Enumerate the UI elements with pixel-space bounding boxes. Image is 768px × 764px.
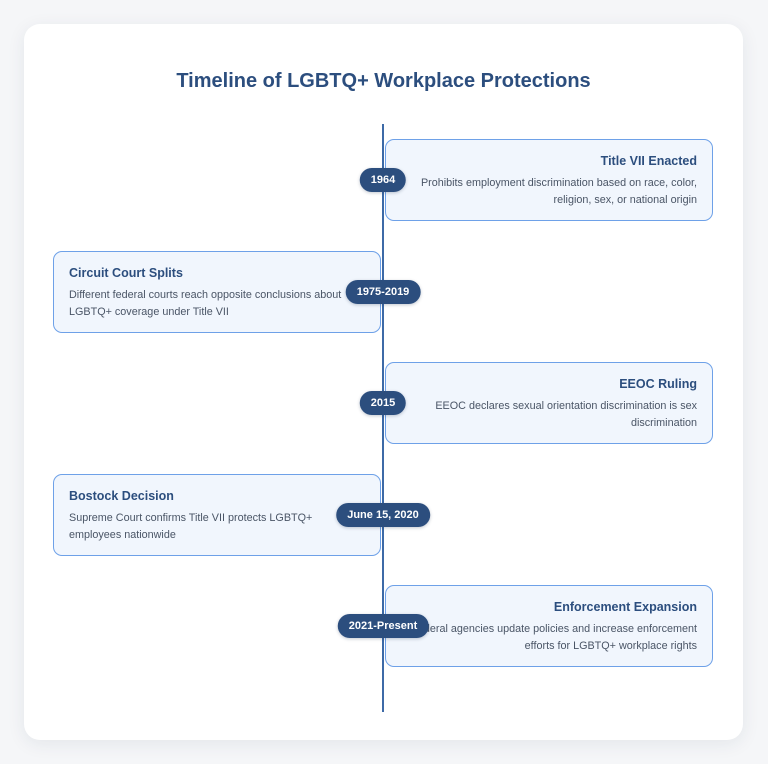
event-card-eeoc-ruling: EEOC Ruling EEOC declares sexual orienta… xyxy=(385,362,713,444)
event-description: EEOC declares sexual orientation discrim… xyxy=(435,400,697,429)
event-card-enforcement: Enforcement Expansion Federal agencies u… xyxy=(385,585,713,667)
event-date-badge: 2021-Present xyxy=(337,614,429,638)
event-date-badge: June 15, 2020 xyxy=(336,503,430,527)
event-description: Supreme Court confirms Title VII protect… xyxy=(69,512,313,541)
event-card-title-vii: Title VII Enacted Prohibits employment d… xyxy=(385,139,713,221)
timeline-axis xyxy=(382,124,384,712)
event-card-circuit-splits: Circuit Court Splits Different federal c… xyxy=(53,251,381,333)
event-title: EEOC Ruling xyxy=(619,377,697,391)
event-title: Bostock Decision xyxy=(69,489,174,503)
event-date-badge: 2015 xyxy=(359,391,407,415)
event-description: Federal agencies update policies and inc… xyxy=(411,623,697,652)
event-title: Enforcement Expansion xyxy=(553,600,697,614)
event-date-badge: 1975-2019 xyxy=(345,280,421,304)
diagram-title: Timeline of LGBTQ+ Workplace Protections xyxy=(176,70,591,92)
event-card-bostock: Bostock Decision Supreme Court confirms … xyxy=(53,474,381,556)
event-title: Title VII Enacted xyxy=(600,154,697,168)
timeline-card: Timeline of LGBTQ+ Workplace Protections… xyxy=(24,24,743,740)
event-date-badge: 1964 xyxy=(359,168,407,192)
event-description: Prohibits employment discrimination base… xyxy=(420,177,697,206)
event-title: Circuit Court Splits xyxy=(69,266,183,280)
event-description: Different federal courts reach opposite … xyxy=(69,289,342,318)
